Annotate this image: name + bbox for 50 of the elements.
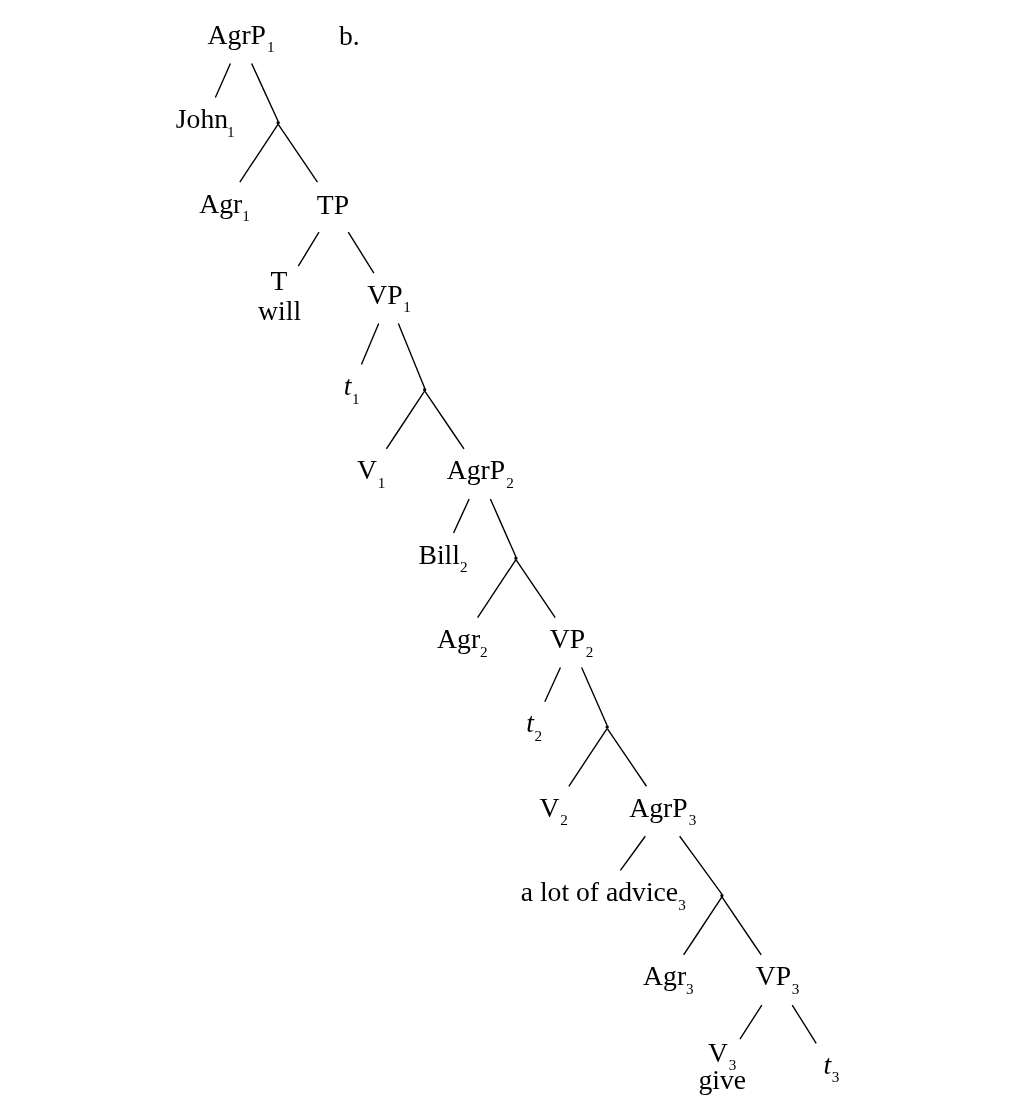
connector: [678, 835, 723, 895]
node-text: AgrP$_{2}$: [446, 454, 514, 491]
node-text: V$_{3}$ give: [697, 1036, 746, 1096]
connector: [277, 123, 318, 183]
node-text: VP$_{1}$: [366, 278, 411, 316]
node-text: Agr$_{2}$: [436, 623, 488, 660]
connector: [682, 896, 722, 956]
connector: [423, 390, 465, 450]
connector: [619, 835, 646, 872]
node-text: V$_{2}$: [538, 791, 568, 829]
connector: [360, 322, 379, 366]
connector: [606, 727, 647, 787]
node-point: [719, 893, 724, 898]
node-text: t$_{2}$: [525, 707, 542, 744]
label: b.: [338, 20, 360, 52]
connector: [580, 666, 608, 727]
connector: [489, 498, 517, 558]
connector: [543, 666, 561, 703]
connector: [567, 727, 608, 787]
node-text: Agr$_{3}$: [642, 960, 694, 997]
connector: [738, 1004, 762, 1040]
connector: [385, 390, 425, 450]
node-text: Agr$_{1}$: [198, 187, 250, 225]
node-text: V$_{1}$: [356, 454, 385, 491]
connector: [514, 559, 556, 619]
connector: [791, 1004, 817, 1044]
node-point: [422, 387, 426, 392]
connector: [214, 62, 231, 99]
connector: [397, 322, 425, 389]
node-text: AgrP$_{1}$: [207, 18, 275, 56]
node-text: TP: [316, 189, 349, 221]
node-text: t$_{3}$: [823, 1048, 839, 1086]
node-text: VP$_{3}$: [755, 960, 799, 997]
connector: [297, 231, 320, 267]
node-text: Bill$_{2}$: [417, 538, 468, 576]
node-text: John$_{1}$: [175, 103, 235, 140]
node-point: [605, 725, 609, 729]
connector: [250, 62, 279, 122]
node-text: a lot of advice$_{3}$: [520, 876, 686, 913]
node-point: [275, 121, 280, 125]
connector: [238, 123, 279, 183]
node-text: t$_{1}$: [343, 370, 360, 407]
node-text: VP$_{2}$: [549, 623, 593, 660]
node-point: [513, 556, 518, 560]
node-text: T will: [257, 265, 301, 327]
connector: [452, 498, 470, 534]
node-text: AgrP$_{3}$: [628, 791, 696, 829]
connector: [720, 896, 762, 956]
connector: [476, 559, 516, 619]
connector: [347, 231, 375, 274]
